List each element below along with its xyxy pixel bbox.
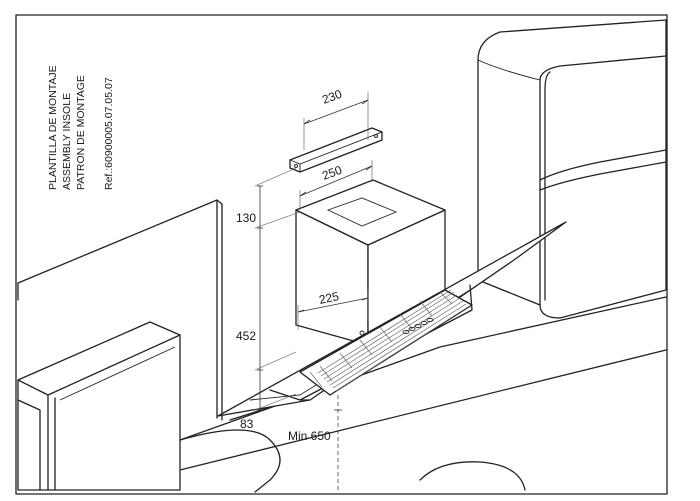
hob [179,429,526,493]
dim-83-label: 83 [240,417,254,431]
template-title-block: PLANTILLA DE MONTAJE ASSEMBLY INSOLE PAT… [47,65,115,190]
dimension-labels: 230 250 130 225 452 83 Min 650 [236,87,344,443]
dimension-lines [254,92,373,492]
glass-canopy [217,221,567,417]
template-label-fr: PATRON DE MONTAGE [75,75,87,190]
wall-lines [17,199,667,471]
reference-number: Ref.:60900005.07.05.07 [103,77,115,190]
dim-250-label: 250 [320,163,344,183]
dim-130-label: 130 [236,211,256,225]
template-label-es: PLANTILLA DE MONTAJE [47,65,59,190]
chimney [295,179,446,346]
cabinet-left [17,321,181,491]
dim-225-label: 225 [318,289,341,307]
min-height-label: Min 650 [288,429,331,443]
wall-cabinet-right [477,19,667,319]
wall-bracket [289,127,383,173]
template-label-en: ASSEMBLY INSOLE [61,93,73,190]
dim-452-label: 452 [236,329,256,343]
drawing-frame [15,14,668,495]
dim-230-label: 230 [320,87,344,107]
control-buttons [402,317,434,335]
